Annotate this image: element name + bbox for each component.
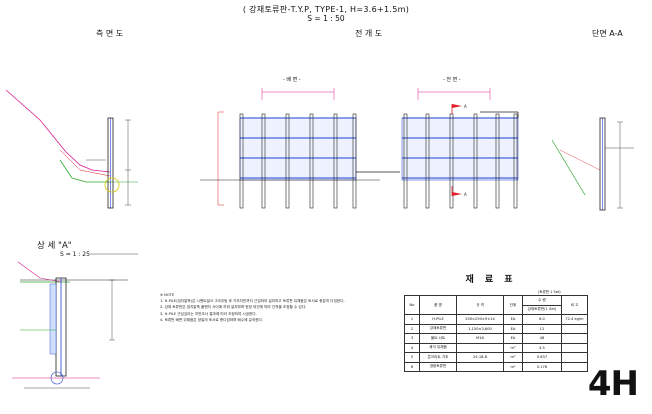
table-cell: EA (503, 333, 523, 344)
table-cell: 3 (404, 333, 420, 344)
table-cell: 경량토류판 (419, 361, 457, 372)
table-cell: 1,150×3,600 (456, 323, 504, 334)
table-cell: 2 (404, 323, 420, 334)
detail-a-title: 상 세 "A" (37, 241, 72, 251)
table-cell: 25-18-8 (456, 352, 504, 363)
table-row: 6 경량토류판 m² 0.176 (404, 361, 589, 372)
table-header-cell: 규 격 (456, 295, 504, 315)
table-cell: EA (503, 314, 523, 325)
table-header-cell: 단위 (503, 295, 523, 315)
elevation-view-label: 전 개 도 (355, 29, 383, 38)
quantity-table-unit: (토류판 1 Set) (538, 290, 561, 294)
table-subheader-cell: 강재토류판(1 Set) (522, 304, 562, 315)
table-row: 3 볼트·너트 M16 EA 48 (404, 333, 589, 344)
table-header-cell: No (404, 295, 420, 315)
table-cell: 0.176 (522, 361, 562, 372)
table-cell: 볼트·너트 (419, 333, 457, 344)
table-cell (456, 342, 504, 353)
table-row: 4 쇄석 뒤채움 m³ 4.5 (404, 342, 589, 353)
elevation-front: A A (401, 88, 519, 209)
detail-a-view (12, 253, 138, 389)
section-view-label: 단면 A-A (592, 29, 623, 38)
table-cell: 쇄석 뒤채움 (419, 342, 457, 353)
table-cell: m³ (503, 352, 523, 363)
table-cell (456, 361, 504, 372)
drawing-title: ( 강재토류판-T.Y.P, TYPE-1, H=3.6+1.5m) (242, 5, 410, 14)
note-item-3: 3. H-PILE 근입깊이는 지반조사 결과에 따라 조정하여 시공한다. (160, 311, 257, 316)
table-cell: m² (503, 361, 523, 372)
notes-block: ※ NOTE 1. H-PILE(엄지말뚝)은 시멘트밀크 그라우팅 후 기초지… (160, 293, 392, 324)
sheet-badge: 4H (587, 364, 639, 404)
side-view (5, 89, 138, 209)
note-item-1: 1. H-PILE(엄지말뚝)은 시멘트밀크 그라우팅 후 기초지반까지 근입하… (160, 299, 345, 304)
back-view-label: - 배 면 - (283, 77, 301, 83)
table-row: 5 콘크리트 기초 25-18-8 m³ 0.637 (404, 352, 589, 363)
table-cell (560, 333, 589, 344)
table-cell: 4 (404, 342, 420, 353)
table-cell (560, 323, 589, 334)
svg-text:A: A (464, 104, 467, 109)
table-row: 1 H-PILE 250×250×9×14 EA 6.0 72.4 kg/m (404, 314, 589, 325)
table-cell (560, 342, 589, 353)
table-row: 2 강재토류판 1,150×3,600 EA 12 (404, 323, 589, 334)
table-cell: 48 (522, 333, 562, 344)
note-item-2: 2. 강재 토류판은 엄지말뚝 플랜지 사이에 끼워 설치하며 현장 여건에 따… (160, 305, 307, 310)
table-cell: 72.4 kg/m (560, 314, 589, 325)
table-cell: 6.0 (522, 314, 562, 325)
note-item-4: 4. 토류판 배면 뒤채움은 양질의 토사로 층다짐하며 배수에 유의한다. (160, 317, 263, 322)
table-cell: 강재토류판 (419, 323, 457, 334)
detail-a-scale: S = 1 : 25 (60, 251, 90, 258)
side-view-label: 측 면 도 (96, 29, 124, 38)
notes-heading: ※ NOTE (160, 293, 175, 297)
table-cell: 6 (404, 361, 420, 372)
drawing-scale: S = 1 : 50 (307, 14, 345, 23)
table-cell: 250×250×9×14 (456, 314, 504, 325)
svg-text:A: A (464, 192, 467, 197)
quantity-table-title: 재 료 표 (465, 275, 517, 285)
table-cell: 5 (404, 352, 420, 363)
table-cell: 12 (522, 323, 562, 334)
elevation-back (200, 88, 400, 209)
table-header-row: No 품 명 규 격 단위 수 량 비 고 (404, 295, 589, 315)
table-header-cell: 수 량 (522, 295, 562, 306)
table-header-cell: 품 명 (419, 295, 457, 315)
front-view-label: - 전 면 - (443, 77, 461, 83)
table-cell: 0.637 (522, 352, 562, 363)
table-cell: H-PILE (419, 314, 457, 325)
section-view (551, 117, 634, 211)
table-cell (560, 361, 589, 372)
table-cell: m³ (503, 342, 523, 353)
table-cell: EA (503, 323, 523, 334)
table-header-cell: 비 고 (560, 295, 589, 315)
quantity-table: No 품 명 규 격 단위 수 량 비 고 강재토류판(1 Set) 1 H-P… (404, 295, 589, 372)
table-cell (560, 352, 589, 363)
table-cell: 콘크리트 기초 (419, 352, 457, 363)
table-cell: M16 (456, 333, 504, 344)
table-cell: 1 (404, 314, 420, 325)
table-cell: 4.5 (522, 342, 562, 353)
